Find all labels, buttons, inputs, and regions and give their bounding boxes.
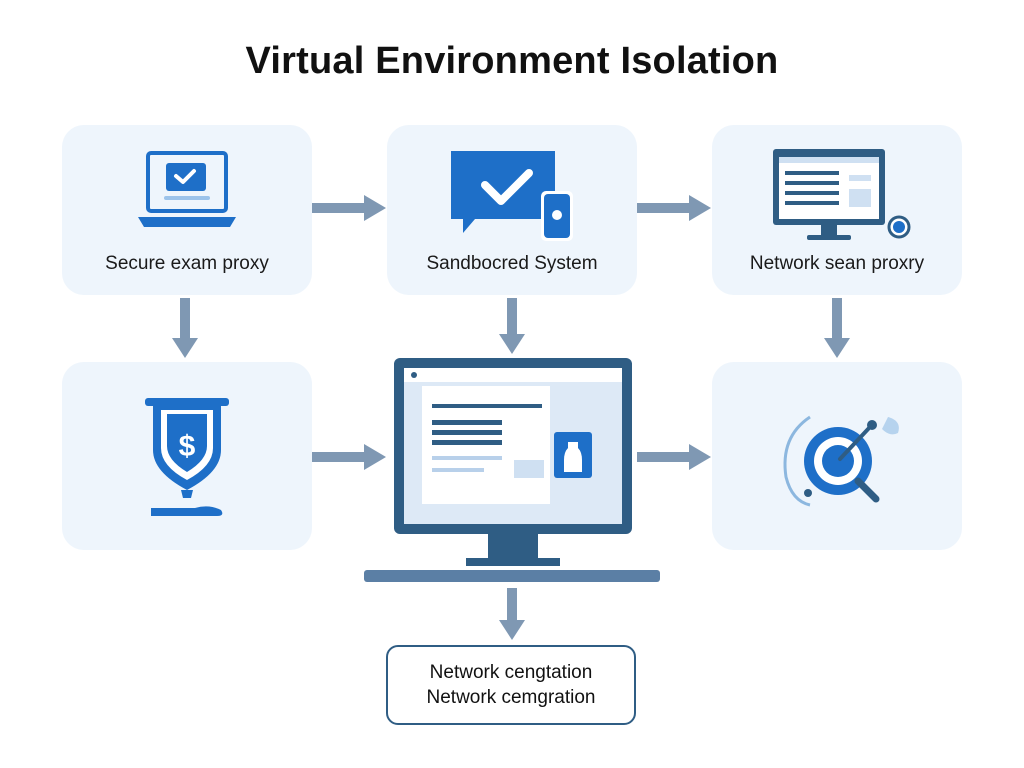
- laptop-check-icon: [138, 151, 236, 227]
- node-sandboxed-system: Sandbocred System: [387, 125, 637, 295]
- target-search-icon: [783, 415, 899, 507]
- arrow-right: [637, 195, 711, 221]
- svg-text:$: $: [179, 430, 196, 463]
- chat-check-device-icon: [451, 151, 573, 241]
- arrow-down: [499, 588, 525, 640]
- arrow-down: [824, 298, 850, 358]
- arrow-right: [637, 444, 711, 470]
- desktop-monitor-icon: [364, 358, 660, 582]
- result-line-1: Network cengtation: [429, 662, 593, 683]
- result-line-2: Network cemgration: [426, 687, 596, 708]
- arrow-right: [312, 444, 386, 470]
- diagram-title: Virtual Environment Isolation: [245, 40, 779, 82]
- node-secure-exam-proxy: Secure exam proxy: [62, 125, 312, 295]
- node-label: Network sean proxry: [749, 253, 925, 274]
- monitor-window-icon: [773, 149, 911, 240]
- node-target: [712, 362, 962, 550]
- arrow-right: [312, 195, 386, 221]
- node-network-scan-proxy: Network sean proxry: [712, 125, 962, 295]
- node-label: Sandbocred System: [426, 253, 598, 274]
- result-box: Network cengtation Network cemgration: [386, 645, 636, 725]
- arrow-down: [172, 298, 198, 358]
- shield-dollar-icon: $: [145, 398, 229, 516]
- arrow-down: [499, 298, 525, 354]
- node-label: Secure exam proxy: [105, 253, 269, 274]
- node-shield: $: [62, 362, 312, 550]
